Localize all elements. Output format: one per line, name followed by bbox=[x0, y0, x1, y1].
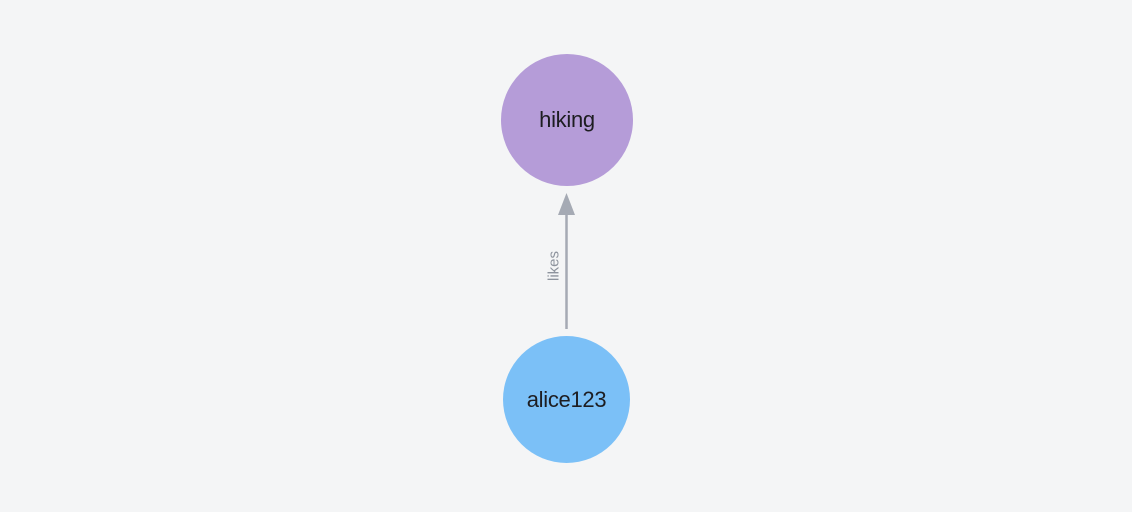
node-hiking-label: hiking bbox=[539, 107, 595, 132]
node-alice123[interactable]: alice123 bbox=[503, 336, 630, 463]
node-alice123-label: alice123 bbox=[526, 386, 607, 412]
edge-label: likes bbox=[545, 250, 563, 282]
node-hiking[interactable]: hiking bbox=[501, 54, 633, 186]
